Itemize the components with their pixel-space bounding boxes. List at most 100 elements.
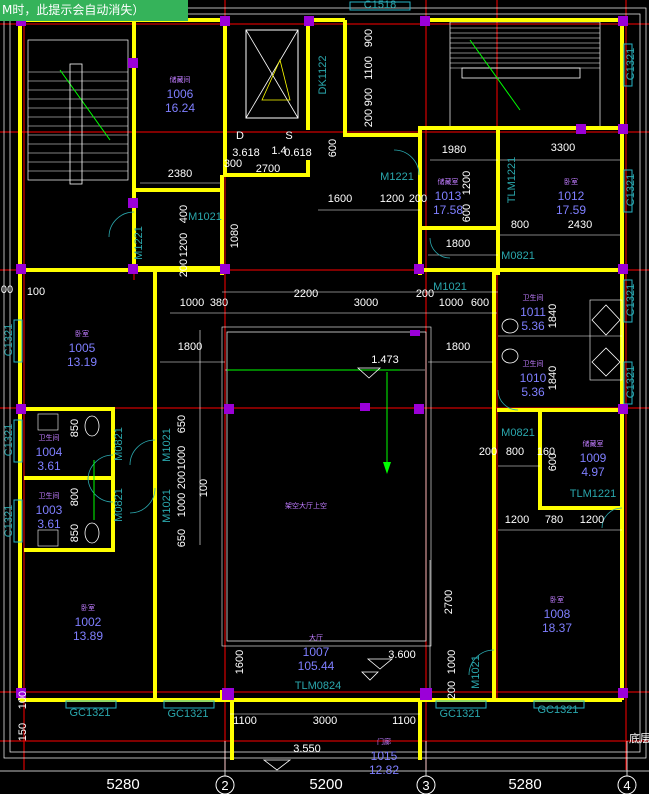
door-tag: C1321 [625,174,637,206]
room-label-1005: 卧室 [75,329,89,338]
dimension: 1000 [439,297,463,309]
room-label-1013: 储藏室 [438,177,459,186]
room-number-1002: 1002 [75,615,102,629]
dimension: 200 [479,446,497,458]
door-tag: GC1321 [168,708,209,720]
level-markers [262,367,394,771]
room-area-1002: 13.89 [73,629,103,643]
room-number-1004: 1004 [36,445,63,459]
elevator-note: 3.618 [232,147,260,159]
door-tag: M1221 [380,171,414,183]
dimension: 200 [416,288,434,300]
room-label-1006: 储藏间 [170,75,191,84]
dimension: 400 [178,205,190,223]
elevator-note: 1.4 [271,145,286,157]
room-number-1005: 1005 [69,341,96,355]
columns [16,16,628,700]
dimension: 2430 [568,219,592,231]
door-tag: M1021 [188,211,222,223]
room-area-1007: 105.44 [298,659,335,673]
dimension: 800 [511,219,529,231]
bathroom-fixtures [37,299,623,547]
door-tag: M0821 [113,488,125,522]
dimension: 00 [1,284,13,296]
elevator-note: D [236,130,244,142]
edge-note: 底层 [629,731,649,745]
dimension: 850 [69,524,81,542]
dimension: 1800 [446,238,470,250]
door-tag: C1321 [3,324,15,356]
dimension: 1840 [547,366,559,390]
dimension: 600 [461,204,473,222]
dimension: 1200 [580,514,604,526]
door-tag: TLM1221 [570,488,616,500]
door-tag: M0821 [113,427,125,461]
status-toast[interactable]: M时，此提示会自动消失） [0,0,189,21]
room-area-1011: 5.36 [521,319,545,333]
dimension: 1100 [233,715,257,727]
door-tag: C1518 [364,0,396,11]
dimension: 1100 [392,715,416,727]
door-tag: TLM0824 [295,680,341,692]
room-number-1015: 1015 [371,749,398,763]
dimension: 1000 [176,493,188,517]
dimension: 1200 [505,514,529,526]
room-number-1003: 1003 [36,503,63,517]
room-number-1006: 1006 [167,87,194,101]
dimension: 1600 [234,650,246,674]
room-label-1010: 卫生间 [523,359,544,368]
dimension: 1000 [180,297,204,309]
door-tag: M1221 [133,226,145,260]
dimension: 650 [176,415,188,433]
room-number-1008: 1008 [544,607,571,621]
room-number-1012: 1012 [558,189,585,203]
room-area-1006: 16.24 [165,101,195,115]
dimension: 100 [17,691,29,709]
door-tag: DK1122 [317,56,329,95]
dimension: 160 [537,446,555,458]
dimension: 1800 [446,341,470,353]
axis-span: 5280 [106,776,139,793]
room-area-1005: 13.19 [67,355,97,369]
dimension: 800 [506,446,524,458]
dimension: 1200 [461,171,473,195]
door-tag: GC1321 [70,707,111,719]
stair-right [449,21,601,128]
door-tag: GC1321 [538,704,579,716]
axis-bubble-label: 2 [221,778,228,793]
dimension: 2380 [168,168,192,180]
room-area-1015: 12.82 [369,763,399,777]
level-mark: 3.550 [293,743,321,755]
room-label-1015: 门廊 [377,737,391,746]
dimension: 1080 [229,224,241,248]
room-area-1004: 3.61 [37,459,61,473]
door-tag: C1321 [625,48,637,80]
room-number-1009: 1009 [580,451,607,465]
door-tag: TLM1221 [506,157,518,203]
dimension: 650 [176,529,188,547]
room-area-1003: 3.61 [37,517,61,531]
room-label-1007: 大厅 [309,633,323,642]
axis-span: 5200 [309,776,342,793]
door-tag: M0821 [501,427,535,439]
stair-left [27,39,129,185]
dimension: 200 [363,109,375,127]
dimension: 200 [409,193,427,205]
door-tag: GC1321 [440,708,481,720]
door-tag: M1021 [433,281,467,293]
dimension: 100 [198,479,210,497]
dimension: 1980 [442,144,466,156]
dimension: 900 [363,88,375,106]
dimension: 380 [210,297,228,309]
door-swings [87,149,623,676]
dimension: 3000 [354,297,378,309]
dimension: 3000 [313,715,337,727]
dimension: 800 [69,488,81,506]
room-label-1009: 储藏室 [583,439,604,448]
dimension: 600 [547,453,559,471]
dimension: 3300 [551,142,575,154]
dimension: 2200 [294,288,318,300]
dimension: 1600 [328,193,352,205]
